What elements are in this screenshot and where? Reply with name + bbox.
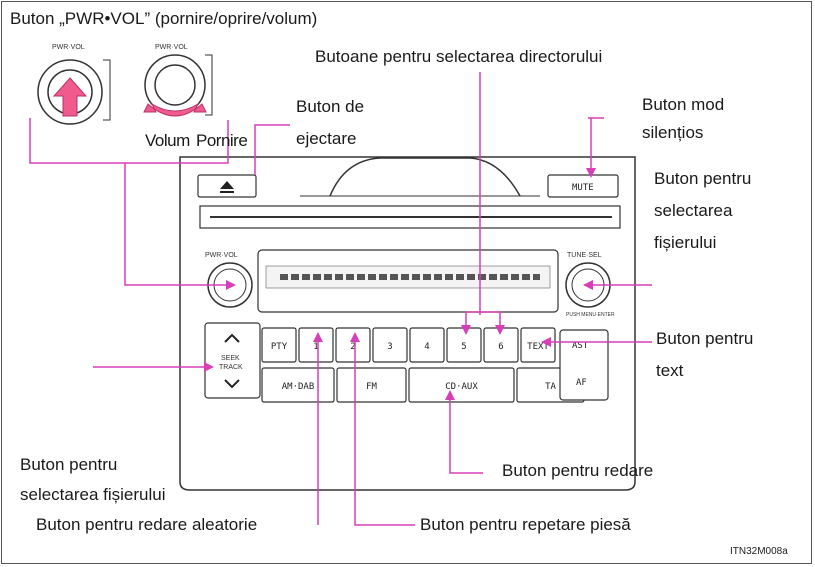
mute-button-label: MUTE (572, 183, 594, 193)
preset-button-8 (520, 327, 556, 363)
pwr-vol-knob-rotate-illustration: PWR·VOL (143, 44, 213, 117)
label-mute-2: silențios (642, 123, 704, 142)
knob-label-2: PWR·VOL (155, 44, 188, 51)
band-button-label-1: AM·DAB (282, 382, 315, 392)
band-button-label-3: CD·AUX (445, 382, 478, 392)
label-file-sel-right-3: fișierului (654, 233, 717, 252)
preset-button-label-3: 2 (350, 342, 355, 352)
label-file-sel-left-2: selectarea fișierului (20, 485, 166, 504)
label-volum: Volum (145, 131, 190, 150)
label-folder-buttons: Butoane pentru selectarea directorului (315, 47, 603, 66)
af-button-label: AF (576, 378, 587, 388)
label-repeat-btn: Buton pentru repetare piesă (420, 515, 631, 534)
push-menu-label: PUSH MENU·ENTER (566, 312, 615, 318)
ast-button-label: AST (572, 341, 589, 351)
bottom-row-buttons: AM·DAB FM CD·AUX TA (261, 367, 585, 403)
preset-button-label-7: 6 (498, 342, 503, 352)
label-pornire: Pornire (196, 131, 248, 150)
label-eject-1: Buton de (296, 97, 365, 116)
callout-arrowheads (204, 168, 596, 400)
preset-button-5 (409, 327, 445, 363)
chevron-up-icon (224, 333, 240, 343)
radio-unit-body: MUTE PWR·VOL TUNE·SEL PUSH MENU·ENTER SE… (179, 156, 636, 491)
label-pwr-vol: Buton „PWR•VOL” (pornire/oprire/volum) (10, 9, 318, 28)
unit-knob-label-left: PWR·VOL (205, 252, 238, 259)
unit-knob-label-right: TUNE·SEL (567, 252, 602, 259)
preset-button-label-2: 1 (313, 342, 318, 352)
label-file-sel-right-1: Buton pentru (654, 169, 752, 188)
label-mute-1: Buton mod (642, 95, 725, 114)
label-eject-2: ejectare (296, 129, 357, 148)
figure-code: ITN32M008a (730, 546, 788, 557)
preset-button-3 (335, 327, 371, 363)
band-button-label-4: TA (545, 382, 556, 392)
preset-button-2 (298, 327, 334, 363)
preset-button-1 (261, 327, 297, 363)
eject-icon (220, 181, 234, 193)
pwr-vol-knob-press-illustration: PWR·VOL (37, 44, 111, 125)
label-play-btn: Buton pentru redare (502, 461, 654, 480)
label-file-sel-right-2: selectarea (654, 201, 733, 220)
label-text-btn-2: text (656, 361, 684, 380)
band-button-label-2: FM (366, 382, 377, 392)
preset-button-label-6: 5 (461, 342, 466, 352)
label-text-btn-1: Buton pentru (656, 329, 754, 348)
preset-button-label-4: 3 (387, 342, 392, 352)
preset-button-4 (372, 327, 408, 363)
preset-button-label-8: TEXT (527, 342, 549, 352)
preset-button-label-5: 4 (424, 342, 429, 352)
track-label: TRACK (219, 364, 243, 371)
callout-lines (29, 72, 652, 526)
band-button-1 (261, 367, 335, 403)
preset-button-label-1: PTY (271, 342, 288, 352)
label-file-sel-left-1: Buton pentru (20, 455, 118, 474)
top-row-buttons: PTY 1 2 3 4 5 6 TEXT (261, 327, 556, 363)
band-button-3 (408, 367, 515, 403)
knob-label-1: PWR·VOL (52, 44, 85, 51)
seek-label: SEEK (221, 355, 240, 362)
chevron-down-icon (224, 379, 240, 389)
press-arrow-icon (52, 77, 88, 117)
rotate-arrow-icon (143, 102, 207, 117)
label-random-btn: Buton pentru redare aleatorie (36, 515, 258, 534)
